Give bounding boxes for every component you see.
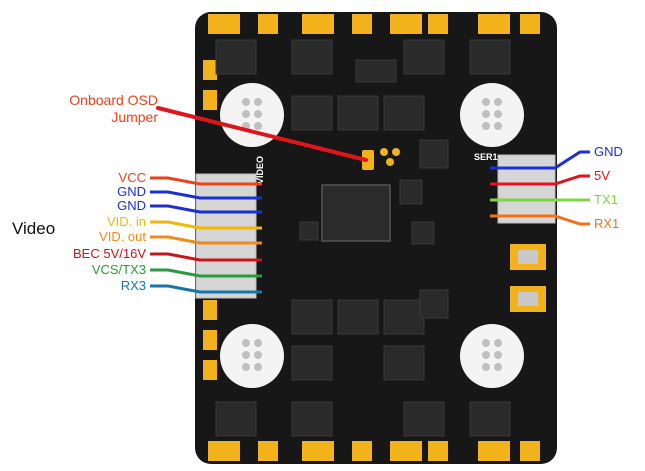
right-pin-label: 5V — [594, 168, 610, 183]
osd-callout-label: Onboard OSD Jumper — [38, 92, 158, 126]
bottom-pad — [208, 441, 240, 461]
osd-callout-line2: Jumper — [111, 109, 158, 125]
left-wire — [150, 235, 262, 245]
bottom-pad — [302, 441, 334, 461]
serial-connector — [497, 154, 556, 224]
osd-callout-line — [156, 106, 368, 162]
pcb-component — [411, 221, 435, 245]
left-wire — [150, 204, 262, 214]
pcb-component — [419, 289, 449, 319]
pcb-component — [291, 345, 333, 381]
pcb-component — [291, 39, 333, 75]
pcb-component — [383, 299, 425, 335]
ser1-silkscreen: SER1 — [474, 152, 498, 162]
right-pin-label: GND — [594, 144, 623, 159]
left-pin-label: VID. out — [99, 229, 146, 244]
top-pad — [428, 14, 448, 34]
right-wire — [490, 214, 590, 226]
pcb-component — [469, 39, 511, 75]
pcb-component — [291, 95, 333, 131]
edge-pads — [203, 14, 540, 461]
top-pad — [520, 14, 540, 34]
pcb-component — [355, 59, 397, 83]
mcu-chip — [321, 184, 391, 242]
osd-callout-line1: Onboard OSD — [69, 92, 158, 108]
pcb-component — [337, 299, 379, 335]
pcb-component — [215, 401, 257, 437]
left-pin-label: GND — [117, 198, 146, 213]
left-pin-label: BEC 5V/16V — [73, 246, 146, 261]
bottom-pad — [520, 441, 540, 461]
pcb-component — [383, 345, 425, 381]
pcb-component — [403, 39, 445, 75]
side-pad — [203, 360, 217, 380]
left-pin-label: VCC — [118, 170, 146, 185]
bottom-pad — [258, 441, 278, 461]
bottom-pad — [390, 441, 422, 461]
bottom-pad — [478, 441, 510, 461]
pcb-component — [419, 139, 449, 169]
pcb-component — [299, 221, 319, 241]
top-pad — [302, 14, 334, 34]
bottom-pad — [428, 441, 448, 461]
right-pin-label: TX1 — [594, 192, 618, 207]
left-wire — [150, 176, 262, 186]
pcb-component — [399, 179, 423, 205]
left-pin-label: GND — [117, 184, 146, 199]
left-wire — [150, 252, 262, 262]
right-wire — [490, 150, 590, 170]
left-wire — [150, 220, 262, 230]
side-pad — [203, 300, 217, 320]
side-pad — [203, 330, 217, 350]
top-pad — [352, 14, 372, 34]
right-pin-label: RX1 — [594, 216, 620, 231]
pcb-component — [291, 401, 333, 437]
left-wire — [150, 268, 262, 278]
pcb-component — [403, 401, 445, 437]
pcb-component — [291, 299, 333, 335]
top-pad — [258, 14, 278, 34]
side-pad — [203, 60, 217, 80]
mounting-holes — [220, 83, 524, 388]
left-wire — [150, 284, 262, 294]
top-pad — [208, 14, 240, 34]
pcb-component — [215, 39, 257, 75]
right-wire — [490, 174, 590, 186]
video-connector — [195, 173, 257, 299]
top-pad — [390, 14, 422, 34]
pcb-component — [383, 95, 425, 131]
video-silkscreen: VIDEO — [255, 156, 265, 184]
left-wires — [150, 176, 262, 294]
pcb-components — [215, 39, 511, 437]
bottom-pad — [352, 441, 372, 461]
video-section-label: Video — [12, 219, 56, 238]
left-pin-label: RX3 — [120, 278, 146, 293]
left-wire — [150, 190, 262, 200]
right-wires — [490, 150, 590, 226]
left-pin-label: VID. in — [106, 214, 146, 229]
pcb-component — [469, 401, 511, 437]
pcb-component — [337, 95, 379, 131]
top-pad — [478, 14, 510, 34]
side-pad — [203, 90, 217, 110]
left-pin-label: VCS/TX3 — [91, 262, 146, 277]
